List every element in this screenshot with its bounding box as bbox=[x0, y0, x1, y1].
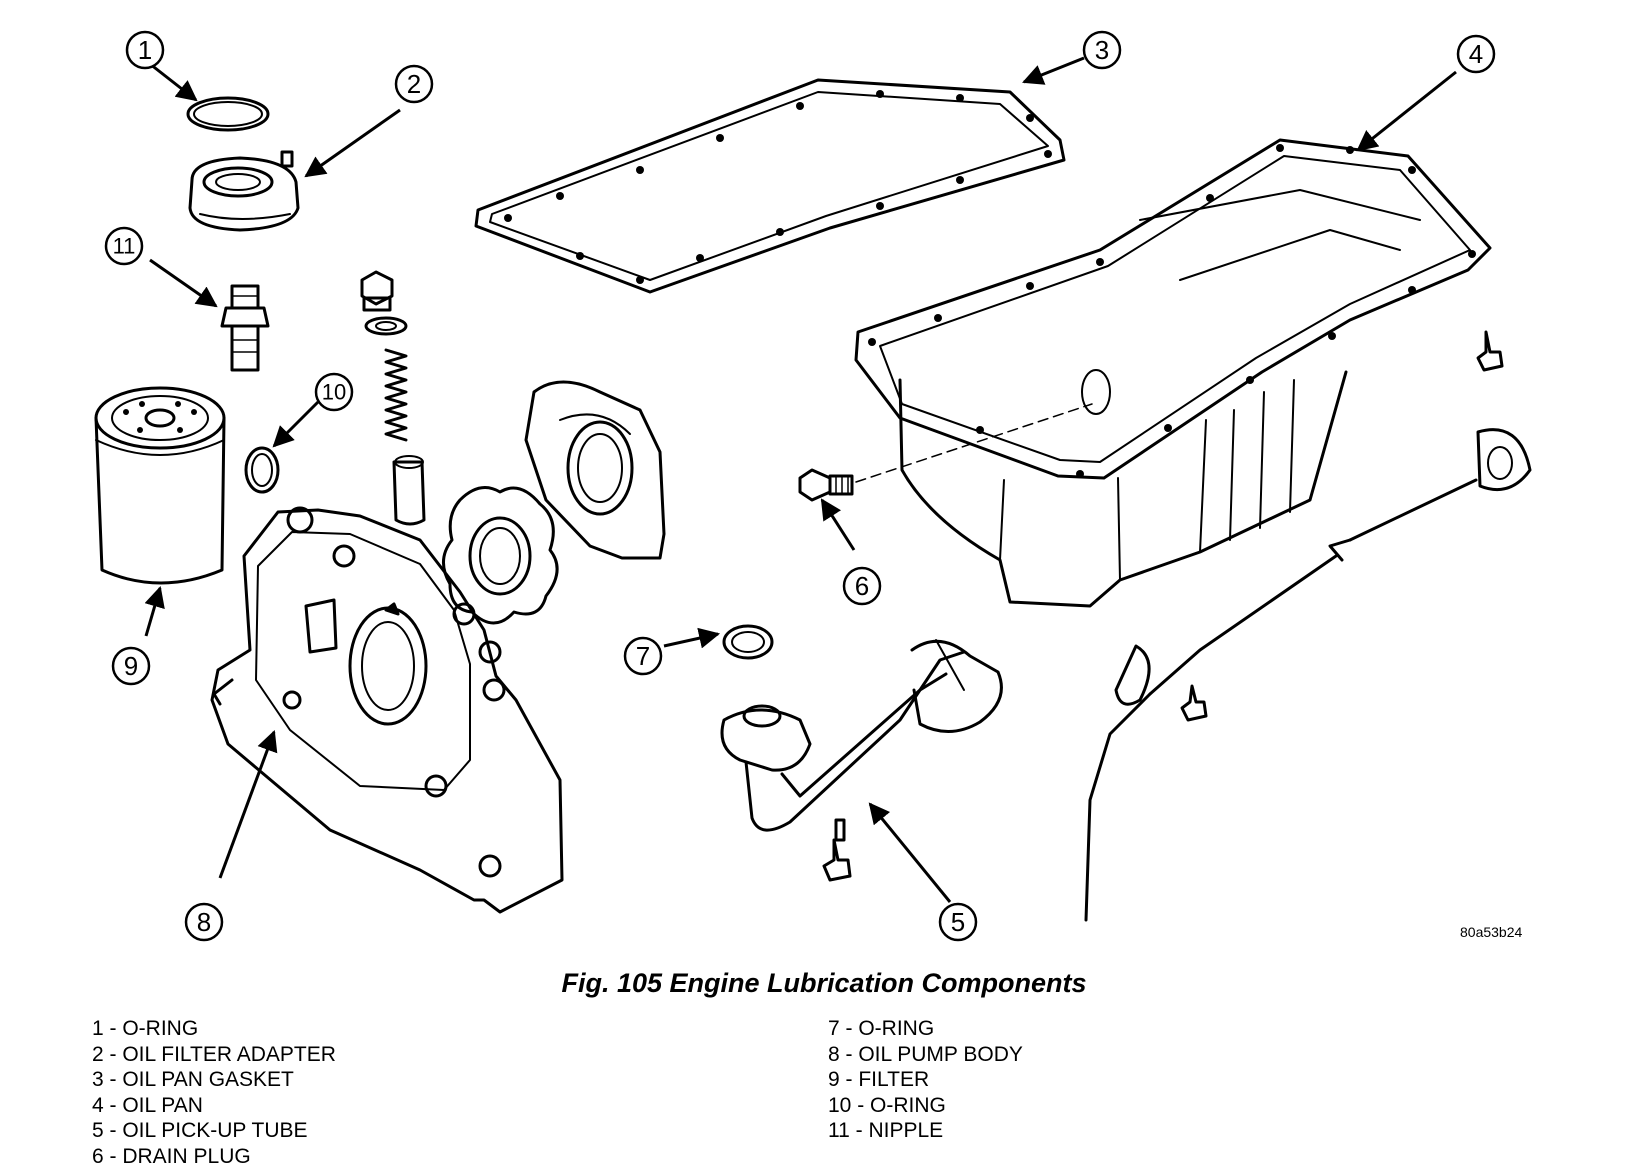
filter-part bbox=[96, 388, 224, 583]
oil-pick-up-tube-part bbox=[722, 640, 1001, 830]
callout-9-label: 9 bbox=[124, 651, 138, 681]
oil-pan-part bbox=[856, 140, 1490, 606]
legend-item: 10 - O-RING bbox=[828, 1093, 1023, 1119]
o-ring-part bbox=[246, 448, 278, 492]
relief-valve-assembly-part bbox=[362, 272, 424, 524]
bolt-part bbox=[1478, 332, 1502, 370]
leader-arrow-1 bbox=[150, 64, 196, 100]
leader-arrow-5 bbox=[870, 804, 950, 902]
figure-caption: Fig. 105 Engine Lubrication Components bbox=[0, 968, 1648, 999]
inner-rotor-part bbox=[443, 488, 557, 624]
leader-arrow-9 bbox=[146, 588, 160, 636]
legend-right-column: 7 - O-RING 8 - OIL PUMP BODY 9 - FILTER … bbox=[828, 1016, 1023, 1144]
callout-11-label: 11 bbox=[113, 234, 136, 259]
o-ring-part bbox=[724, 626, 772, 658]
callout-1-label: 1 bbox=[138, 35, 152, 65]
callout-7-label: 7 bbox=[636, 641, 650, 671]
leader-arrow-2 bbox=[306, 110, 400, 176]
leader-arrow-8 bbox=[220, 732, 274, 878]
oil-pan-gasket-part bbox=[476, 80, 1064, 292]
nipple-part bbox=[222, 286, 268, 370]
legend-left-column: 1 - O-RING 2 - OIL FILTER ADAPTER 3 - OI… bbox=[92, 1016, 336, 1169]
drain-plug-part bbox=[800, 404, 1092, 500]
legend-item: 6 - DRAIN PLUG bbox=[92, 1144, 336, 1169]
legend-item: 7 - O-RING bbox=[828, 1016, 1023, 1042]
leader-arrow-11 bbox=[150, 260, 216, 306]
callout-3-label: 3 bbox=[1095, 35, 1109, 65]
leader-arrow-7 bbox=[664, 634, 718, 646]
callout-5-label: 5 bbox=[951, 907, 965, 937]
legend-item: 11 - NIPPLE bbox=[828, 1118, 1023, 1144]
dipstick-part bbox=[1086, 430, 1530, 920]
callout-6-label: 6 bbox=[855, 571, 869, 601]
bolt-part bbox=[824, 820, 850, 880]
callout-8-label: 8 bbox=[197, 907, 211, 937]
engine-lubrication-diagram: 1 2 3 4 5 6 7 8 9 10 11 bbox=[0, 0, 1648, 960]
leader-arrow-4 bbox=[1358, 72, 1456, 150]
leader-arrow-3 bbox=[1024, 58, 1084, 82]
leader-arrow-10 bbox=[274, 402, 318, 446]
oil-filter-adapter-part bbox=[190, 152, 298, 230]
leader-arrow-6 bbox=[822, 500, 854, 550]
legend-item: 9 - FILTER bbox=[828, 1067, 1023, 1093]
legend-item: 2 - OIL FILTER ADAPTER bbox=[92, 1042, 336, 1068]
legend-item: 3 - OIL PAN GASKET bbox=[92, 1067, 336, 1093]
callout-4-label: 4 bbox=[1469, 39, 1483, 69]
oil-pump-body-part bbox=[212, 508, 562, 912]
o-ring-part bbox=[188, 98, 268, 130]
image-code: 80a53b24 bbox=[1460, 924, 1522, 940]
legend-item: 4 - OIL PAN bbox=[92, 1093, 336, 1119]
legend-item: 5 - OIL PICK-UP TUBE bbox=[92, 1118, 336, 1144]
bolt-part bbox=[1182, 686, 1206, 720]
callout-2-label: 2 bbox=[407, 69, 421, 99]
legend-item: 8 - OIL PUMP BODY bbox=[828, 1042, 1023, 1068]
pump-cover-part bbox=[526, 382, 664, 558]
callout-10-label: 10 bbox=[322, 380, 346, 405]
legend-item: 1 - O-RING bbox=[92, 1016, 336, 1042]
